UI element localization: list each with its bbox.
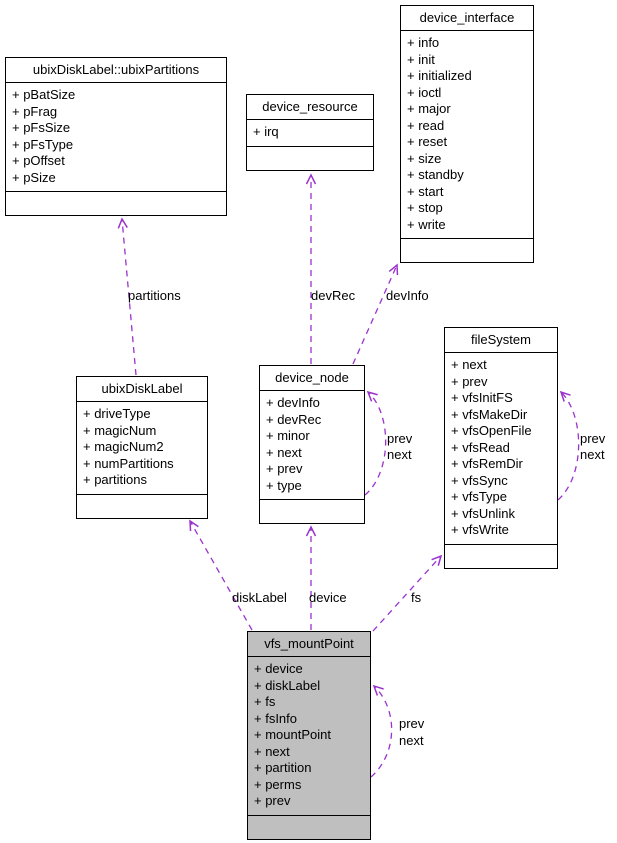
class-node-vfs-mountpoint[interactable]: vfs_mountPoint + device+ diskLabel+ fs+ … — [247, 631, 371, 840]
edge-filesystem-self-loop — [557, 390, 580, 501]
edge-label-partitions: partitions — [128, 288, 181, 303]
class-node-ubixpartitions[interactable]: ubixDiskLabel::ubixPartitions + pBatSize… — [5, 57, 227, 216]
class-node-device-resource[interactable]: device_resource + irq — [246, 94, 374, 171]
class-field: + info — [407, 35, 440, 50]
edge-disklabel — [189, 519, 253, 631]
class-field: + next — [451, 357, 487, 372]
class-field: + reset — [407, 134, 448, 149]
class-field: + vfsMakeDir — [451, 406, 528, 422]
class-fields: + devInfo+ devRec+ minor+ next+ prev+ ty… — [260, 391, 364, 499]
class-field: + minor — [266, 428, 310, 443]
edge-label-device-node-next: next — [387, 447, 412, 462]
class-field: + mountPoint — [254, 727, 331, 742]
edge-label-mountpoint-prev: prev — [399, 716, 425, 731]
class-field: + irq — [253, 124, 279, 139]
class-field: + read — [407, 117, 445, 133]
class-field: + stop — [407, 200, 443, 215]
class-field: + numPartitions — [83, 455, 174, 471]
class-field: + vfsOpenFile — [451, 423, 532, 438]
class-field: + standby — [407, 167, 464, 182]
class-fields: + device+ diskLabel+ fs+ fsInfo+ mountPo… — [248, 657, 370, 815]
class-field: + vfsRemDir — [451, 456, 523, 471]
class-fields: + driveType+ magicNum+ magicNum2+ numPar… — [77, 402, 207, 494]
class-title: ubixDiskLabel::ubixPartitions — [6, 58, 226, 83]
class-field: + pBatSize — [12, 87, 76, 102]
class-field: + devInfo — [266, 395, 320, 410]
edge-label-filesystem-next: next — [580, 447, 605, 462]
class-field: + magicNum2 — [83, 439, 164, 454]
class-methods-empty — [401, 238, 533, 262]
class-node-device-interface[interactable]: device_interface + info+ init+ initializ… — [400, 5, 534, 263]
class-field: + vfsUnlink — [451, 505, 515, 521]
class-field: + device — [254, 661, 303, 676]
class-field: + prev — [266, 461, 303, 476]
class-fields: + next+ prev+ vfsInitFS+ vfsMakeDir+ vfs… — [445, 353, 557, 544]
class-title: ubixDiskLabel — [77, 377, 207, 402]
class-field: + size — [407, 150, 442, 166]
class-field: + next — [266, 444, 302, 460]
class-title: device_resource — [247, 95, 373, 120]
class-methods-empty — [248, 814, 370, 839]
class-field: + driveType — [83, 406, 151, 421]
class-field: + type — [266, 477, 302, 493]
class-title: vfs_mountPoint — [248, 632, 370, 657]
class-field: + vfsRead — [451, 439, 510, 455]
edge-label-filesystem-prev: prev — [580, 431, 606, 446]
class-field: + pFrag — [12, 103, 58, 119]
class-field: + start — [407, 183, 444, 199]
class-field: + prev — [254, 793, 291, 808]
edge-mountpoint-self-loop — [370, 684, 393, 778]
class-title: device_interface — [401, 6, 533, 31]
class-field: + fs — [254, 694, 276, 709]
class-fields: + irq — [247, 120, 373, 146]
class-field: + vfsInitFS — [451, 390, 513, 405]
class-field: + init — [407, 51, 435, 67]
class-fields: + info+ init+ initialized+ ioctl+ major+… — [401, 31, 533, 238]
class-node-ubixdisklabel[interactable]: ubixDiskLabel + driveType+ magicNum+ mag… — [76, 376, 208, 519]
edge-label-mountpoint-next: next — [399, 733, 424, 748]
class-field: + magicNum — [83, 422, 157, 438]
class-field: + pFsSize — [12, 120, 71, 135]
edge-label-device-node-prev: prev — [387, 431, 413, 446]
edge-label-devrec: devRec — [311, 288, 356, 303]
class-node-device-node[interactable]: device_node + devInfo+ devRec+ minor+ ne… — [259, 365, 365, 524]
class-field: + major — [407, 101, 451, 116]
edge-label-device: device — [309, 590, 347, 605]
edge-label-disklabel: diskLabel — [232, 590, 287, 605]
class-field: + initialized — [407, 68, 472, 83]
class-field: + fsInfo — [254, 710, 297, 726]
class-methods-empty — [77, 493, 207, 518]
class-title: device_node — [260, 366, 364, 391]
class-methods-empty — [6, 191, 226, 215]
edge-label-fs: fs — [411, 590, 422, 605]
class-field: + pOffset — [12, 153, 65, 168]
class-field: + next — [254, 743, 290, 759]
edge-devinfo — [352, 263, 399, 365]
class-fields: + pBatSize+ pFrag+ pFsSize+ pFsType+ pOf… — [6, 83, 226, 191]
edge-fs — [372, 554, 443, 632]
class-field: + vfsType — [451, 489, 507, 504]
class-methods-empty — [260, 499, 364, 523]
class-field: + prev — [451, 373, 488, 389]
class-field: + partition — [254, 760, 312, 775]
class-field: + vfsWrite — [451, 522, 509, 537]
class-node-filesystem[interactable]: fileSystem + next+ prev+ vfsInitFS+ vfsM… — [444, 327, 558, 569]
class-methods-empty — [247, 145, 373, 170]
class-field: + devRec — [266, 411, 322, 427]
edge-device-node-self-loop — [364, 390, 387, 496]
class-field: + pFsType — [12, 136, 74, 152]
class-title: fileSystem — [445, 328, 557, 353]
class-field: + vfsSync — [451, 472, 508, 488]
class-field: + diskLabel — [254, 677, 321, 693]
class-field: + partitions — [83, 472, 147, 487]
class-field: + ioctl — [407, 84, 442, 100]
class-field: + write — [407, 216, 446, 232]
edge-label-devinfo: devInfo — [386, 288, 429, 303]
edge-partitions — [117, 217, 137, 376]
class-field: + perms — [254, 776, 302, 792]
class-methods-empty — [445, 543, 557, 568]
class-field: + pSize — [12, 169, 56, 185]
